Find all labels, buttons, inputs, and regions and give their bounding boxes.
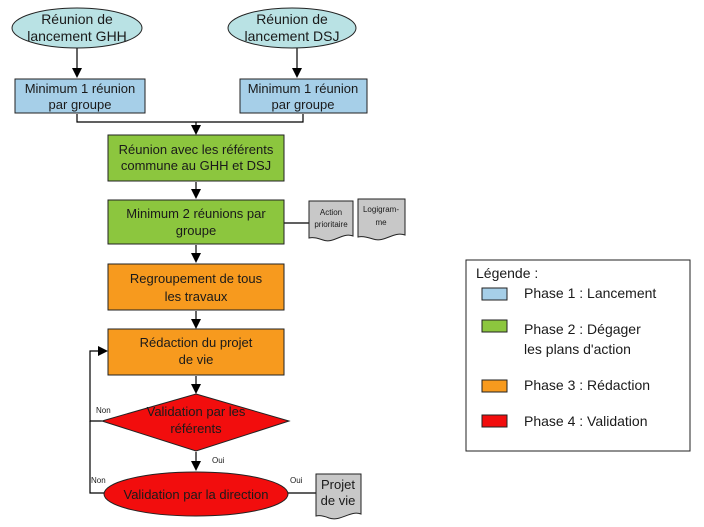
label-oui-direction: Oui: [290, 476, 303, 485]
redaction-line1: Rédaction du projet: [140, 335, 253, 350]
redaction-line2: de vie: [179, 352, 214, 367]
regroupement-line1: Regroupement de tous: [130, 271, 263, 286]
legend-item-phase-1: Phase 1 : Lancement: [481, 285, 656, 301]
doc-action-line1: Action: [320, 208, 342, 217]
referents-meeting-line2: commune au GHH et DSJ: [121, 158, 271, 173]
validation-direction-node: Validation par la direction: [103, 471, 289, 517]
start-dsj-line1: Réunion de: [256, 11, 328, 27]
label-non-direction: Non: [91, 476, 106, 485]
min1-left-line2: par groupe: [49, 97, 112, 112]
referents-meeting-line1: Réunion avec les référents: [119, 142, 274, 157]
legend-swatch-phase-3: [481, 379, 508, 393]
doc-logigramme-line2: me: [375, 218, 387, 227]
legend-item-phase-3: Phase 3 : Rédaction: [481, 377, 650, 393]
min2-line1: Minimum 2 réunions par: [126, 206, 266, 221]
min2-line2: groupe: [176, 223, 216, 238]
validation-direction-label: Validation par la direction: [123, 487, 268, 502]
doc-projet-line1: Projet: [321, 477, 355, 492]
legend-label-phase-3: Phase 3 : Rédaction: [524, 377, 650, 393]
legend-label-phase-4: Phase 4 : Validation: [524, 413, 648, 429]
connectors: [72, 48, 316, 494]
doc-projet-line2: de vie: [321, 493, 356, 508]
min2-node: Minimum 2 réunions par groupe: [107, 199, 285, 245]
start-ghh-node: Réunion de lancement GHH: [11, 7, 143, 49]
min1-left-line1: Minimum 1 réunion: [25, 81, 136, 96]
loop-direction-non: [89, 421, 104, 494]
start-dsj-line2: lancement DSJ: [245, 28, 340, 44]
start-ghh-line2: lancement GHH: [27, 28, 127, 44]
legend-item-phase-2: Phase 2 : Dégager les plans d'action: [481, 319, 641, 357]
label-non-referents: Non: [96, 406, 111, 415]
doc-action-line2: prioritaire: [314, 220, 348, 229]
legend-swatch-phase-4: [481, 414, 508, 428]
validation-referents-line2: référents: [170, 421, 222, 436]
loop-referents-non: [89, 346, 108, 422]
legend-swatch-phase-1: [481, 287, 508, 301]
min1-right-line1: Minimum 1 réunion: [248, 81, 359, 96]
min1-right-node: Minimum 1 réunion par groupe: [239, 78, 368, 114]
min1-left-node: Minimum 1 réunion par groupe: [14, 78, 146, 114]
legend-title: Légende :: [476, 265, 538, 281]
legend-label-phase-1: Phase 1 : Lancement: [524, 285, 656, 301]
min1-right-line2: par groupe: [272, 97, 335, 112]
validation-referents-line1: Validation par les: [147, 404, 246, 419]
start-dsj-node: Réunion de lancement DSJ: [227, 7, 357, 49]
doc-action-prioritaire: Action prioritaire: [308, 200, 354, 242]
legend-item-phase-4: Phase 4 : Validation: [481, 413, 648, 429]
legend-label-phase-2-line2: les plans d'action: [524, 341, 631, 357]
legend-label-phase-2-line1: Phase 2 : Dégager: [524, 321, 641, 337]
merge-line: [76, 114, 304, 123]
legend: Légende : Phase 1 : Lancement Phase 2 : …: [465, 259, 691, 452]
validation-referents-decision: Validation par les référents: [100, 393, 291, 452]
doc-projet-de-vie: Projet de vie: [315, 473, 362, 520]
legend-swatch-phase-2: [481, 319, 508, 333]
start-ghh-line1: Réunion de: [41, 11, 113, 27]
doc-logigramme: Logigram- me: [357, 198, 406, 241]
label-oui-referents: Oui: [212, 456, 225, 465]
redaction-node: Rédaction du projet de vie: [107, 328, 285, 376]
regroupement-node: Regroupement de tous les travaux: [107, 263, 285, 311]
doc-logigramme-line1: Logigram-: [363, 205, 399, 214]
regroupement-line2: les travaux: [165, 289, 228, 304]
referents-meeting-node: Réunion avec les référents commune au GH…: [107, 134, 285, 182]
